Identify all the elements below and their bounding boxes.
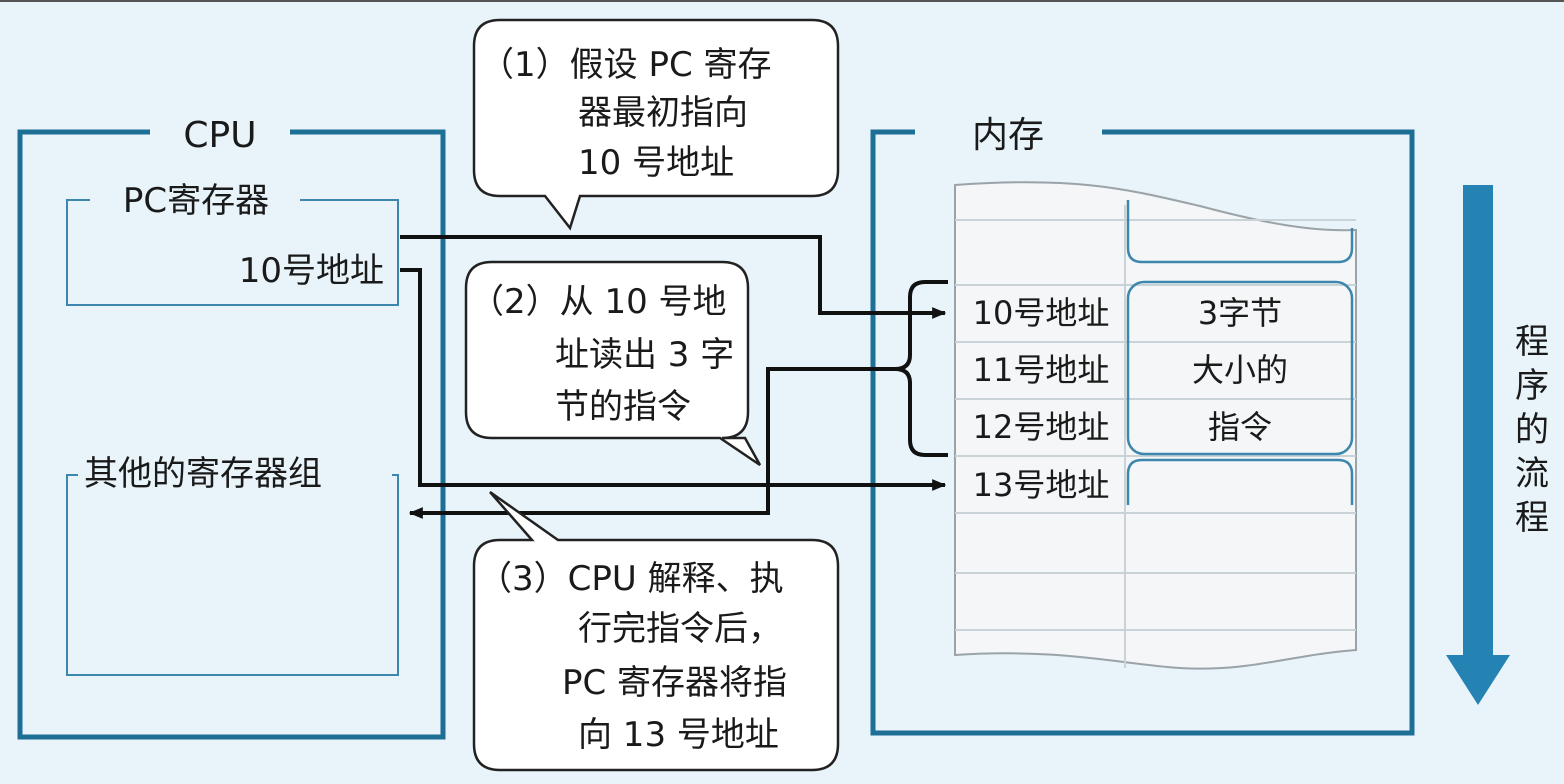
callout-3-line-2: 行完指令后，	[578, 609, 782, 649]
memory-row-12: 12号地址	[973, 408, 1110, 446]
callout-2-line-2: 址读出 3 字	[555, 335, 734, 375]
instruction-line-3: 指令	[1208, 408, 1272, 446]
memory-row-13: 13号地址	[973, 466, 1110, 504]
pc-register-value: 10号地址	[239, 251, 384, 291]
pc-register-box: PC寄存器 10号地址	[66, 181, 399, 306]
brace	[894, 280, 948, 457]
callout-3-line-4: 向 13 号地址	[578, 715, 779, 755]
program-flow-arrow	[1446, 185, 1510, 705]
callout-2-line-1: （2）从 10 号地	[470, 282, 727, 322]
memory-row-10: 10号地址	[973, 294, 1110, 332]
connectors	[400, 235, 948, 519]
cpu-box: CPU	[17, 115, 446, 740]
memory-box: 内存	[870, 115, 1415, 736]
callout-step-2: （2）从 10 号地 址读出 3 字 节的指令	[464, 260, 762, 467]
cell-previous	[1126, 200, 1354, 264]
callout-3-line-3: PC 寄存器将指	[562, 663, 787, 703]
flow-label-char-4: 流	[1515, 454, 1549, 494]
instruction-line-2: 大小的	[1192, 351, 1288, 389]
flow-label-char-1: 程	[1515, 322, 1549, 362]
callout-step-1: （1）假设 PC 寄存 器最初指向 10 号地址	[472, 18, 840, 231]
pc-to-address-10-arrow	[400, 235, 947, 319]
callout-3-line-1: （3）CPU 解释、执	[478, 559, 784, 599]
callout-2-line-3: 节的指令	[555, 387, 691, 427]
memory-row-11: 11号地址	[973, 351, 1110, 389]
flow-label-char-3: 的	[1515, 410, 1549, 450]
cpu-title: CPU	[183, 115, 256, 156]
callout-step-3: （3）CPU 解释、执 行完指令后， PC 寄存器将指 向 13 号地址	[472, 490, 840, 772]
memory-title: 内存	[972, 115, 1044, 156]
memory-paper: 10号地址 11号地址 12号地址 13号地址 3字节 大小的 指令	[954, 181, 1357, 670]
pc-to-address-13-arrow	[400, 268, 947, 491]
callout-1-line-2: 器最初指向	[578, 93, 748, 133]
callout-1-line-3: 10 号地址	[578, 143, 734, 183]
flow-label-char-5: 程	[1515, 498, 1549, 538]
flow-label: 程 序 的 流 程	[1515, 322, 1549, 538]
other-registers-box: 其他的寄存器组	[66, 454, 399, 676]
other-registers-title: 其他的寄存器组	[84, 454, 322, 494]
instruction-line-1: 3字节	[1198, 294, 1282, 332]
pc-register-title: PC寄存器	[123, 181, 269, 221]
instruction-to-registers-arrow	[408, 367, 895, 519]
callout-1-line-1: （1）假设 PC 寄存	[480, 45, 772, 85]
cell-next	[1126, 458, 1354, 505]
flow-label-char-2: 序	[1515, 366, 1549, 406]
instruction-cell	[1126, 280, 1354, 456]
